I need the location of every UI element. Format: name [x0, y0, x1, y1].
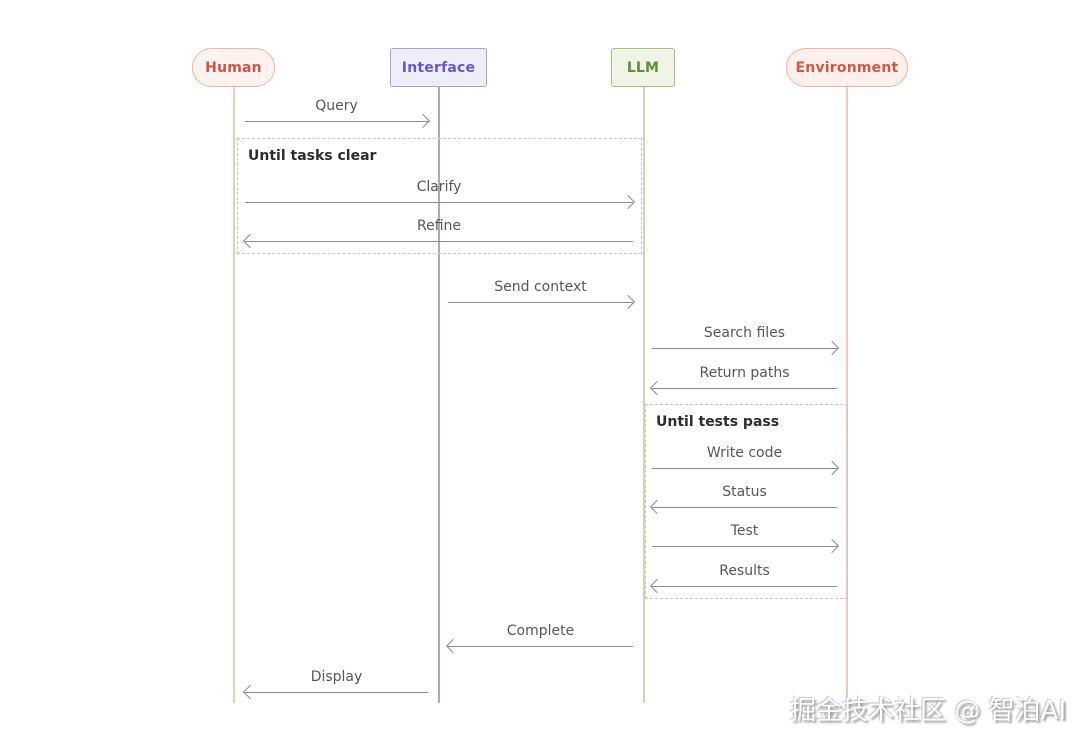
message-label: Search files: [703, 325, 786, 341]
arrow-left-icon: [649, 499, 837, 515]
message-label: Refine: [416, 218, 462, 234]
message-label: Test: [730, 523, 759, 539]
message-label: Complete: [506, 623, 575, 639]
lifeline-interface: [438, 87, 440, 703]
message-query: Query: [245, 97, 431, 129]
message-label: Return paths: [699, 365, 790, 381]
message-label: Query: [315, 98, 358, 114]
arrow-right-icon: [652, 460, 840, 476]
watermark: 掘金技术社区 @ 智泊AI: [790, 696, 1066, 726]
loop-label: Until tests pass: [656, 414, 780, 430]
actor-llm: LLM: [611, 48, 675, 87]
arrow-left-icon: [242, 684, 428, 700]
message-display: Display: [242, 668, 428, 700]
arrow-right-icon: [448, 294, 636, 310]
arrow-right-icon: [652, 538, 840, 554]
message-send-context: Send context: [448, 278, 636, 310]
message-complete: Complete: [445, 622, 633, 654]
lifeline-human: [233, 87, 235, 703]
message-label: Write code: [706, 445, 783, 461]
message-label: Display: [310, 669, 363, 685]
loop-label: Until tasks clear: [248, 148, 377, 164]
arrow-left-icon: [445, 638, 633, 654]
arrow-left-icon: [242, 233, 633, 249]
message-results: Results: [649, 562, 837, 594]
arrow-right-icon: [652, 340, 840, 356]
message-write-code: Write code: [652, 444, 840, 476]
message-search-files: Search files: [652, 324, 840, 356]
actor-interface: Interface: [390, 48, 487, 87]
message-label: Status: [722, 484, 767, 500]
message-refine: Refine: [242, 217, 633, 249]
arrow-right-icon: [245, 194, 636, 210]
actor-human: Human: [192, 48, 275, 87]
message-test: Test: [652, 522, 840, 554]
message-status: Status: [649, 483, 837, 515]
arrow-left-icon: [649, 380, 837, 396]
loop-until-tasks-clear: Until tasks clear: [237, 138, 642, 254]
lifeline-llm: [643, 87, 645, 703]
message-clarify: Clarify: [245, 178, 636, 210]
lifeline-environment: [846, 87, 848, 703]
message-label: Results: [719, 563, 770, 579]
actor-environment: Environment: [786, 48, 908, 87]
message-return-paths: Return paths: [649, 364, 837, 396]
arrow-right-icon: [245, 113, 431, 129]
message-label: Send context: [494, 279, 587, 295]
message-label: Clarify: [416, 179, 462, 195]
loop-until-tests-pass: Until tests pass: [645, 404, 848, 599]
arrow-left-icon: [649, 578, 837, 594]
